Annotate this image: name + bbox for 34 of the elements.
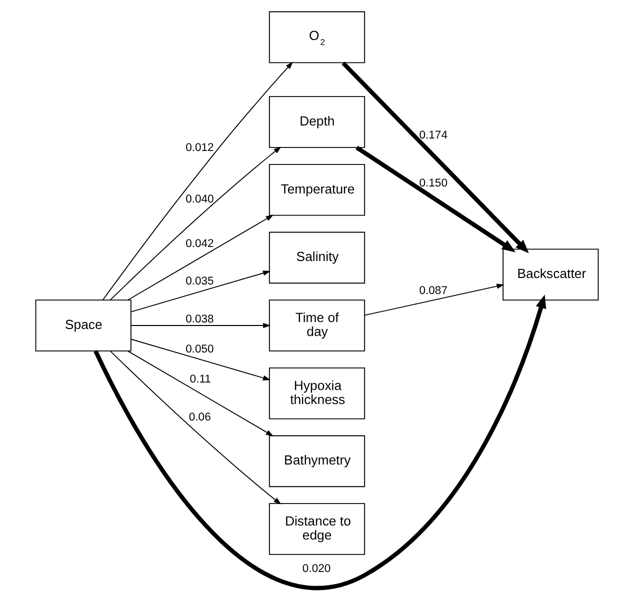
node-box: Backscatter — [502, 248, 598, 301]
arrow — [130, 322, 270, 328]
node-box: Depth — [268, 96, 365, 148]
edge-label: 0.150 — [418, 178, 448, 190]
edge-label: 0.050 — [185, 343, 214, 356]
edge-label: 0.012 — [185, 142, 214, 154]
node-box: Salinity — [268, 232, 365, 284]
arrow — [102, 62, 293, 300]
edge-label: 0.020 — [302, 562, 330, 575]
arrow — [355, 146, 516, 252]
edge-label: 0.042 — [185, 238, 214, 250]
arrow — [93, 294, 546, 590]
edge-label: 0.035 — [185, 276, 214, 288]
edge-label: 0.038 — [185, 313, 214, 326]
node-box: Temperature — [268, 164, 365, 216]
node-box: Space — [34, 300, 131, 352]
node-box: Time of day — [268, 300, 365, 352]
edge-label: 0.087 — [418, 285, 448, 298]
arrow — [364, 284, 504, 316]
arrow — [130, 270, 270, 312]
edge-label: 0.06 — [188, 411, 210, 424]
edge-label: 0.11 — [189, 374, 210, 386]
arrow — [126, 214, 273, 300]
node-box: Hypoxia thickness — [268, 367, 365, 420]
node-box: O$_{2}$ — [268, 11, 365, 64]
arrow — [109, 146, 281, 300]
arrow — [109, 350, 281, 504]
arrow — [130, 338, 270, 380]
node-box: Distance to edge — [268, 503, 365, 555]
arrow — [341, 62, 528, 254]
node-box: Bathymetry — [268, 435, 365, 488]
edge-label: 0.040 — [185, 194, 214, 206]
arrow — [126, 350, 273, 436]
edge-label: 0.174 — [418, 130, 448, 142]
